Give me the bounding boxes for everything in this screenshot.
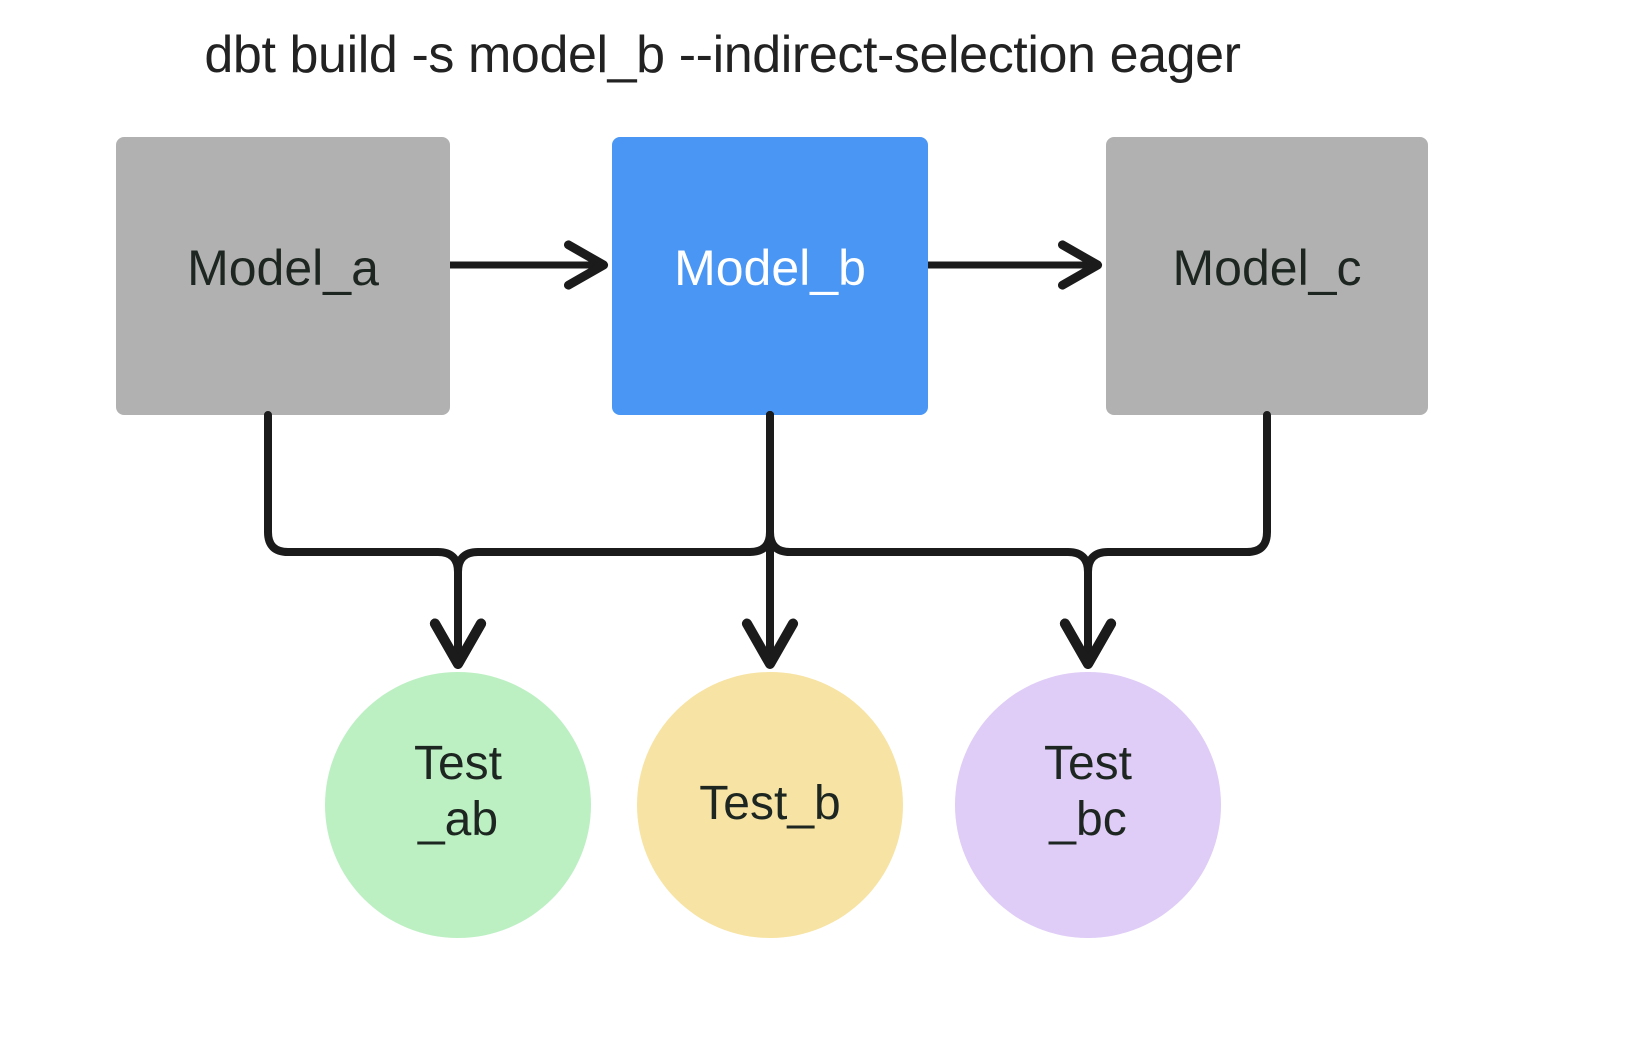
edge-model-a-to-test-ab: [264, 411, 487, 669]
node-model-c[interactable]: [1106, 137, 1428, 415]
node-test-ab[interactable]: [325, 672, 591, 938]
node-test-bc[interactable]: [955, 672, 1221, 938]
diagram-title: dbt build -s model_b --indirect-selectio…: [204, 26, 1241, 84]
edge-model-b-to-test-ab: [429, 411, 774, 669]
node-model-a[interactable]: [116, 137, 450, 415]
node-model-b[interactable]: [612, 137, 928, 415]
edge-model-b-to-test-bc: [766, 411, 1117, 669]
node-test-b[interactable]: [637, 672, 903, 938]
edge-model-c-to-test-bc: [1059, 411, 1271, 669]
